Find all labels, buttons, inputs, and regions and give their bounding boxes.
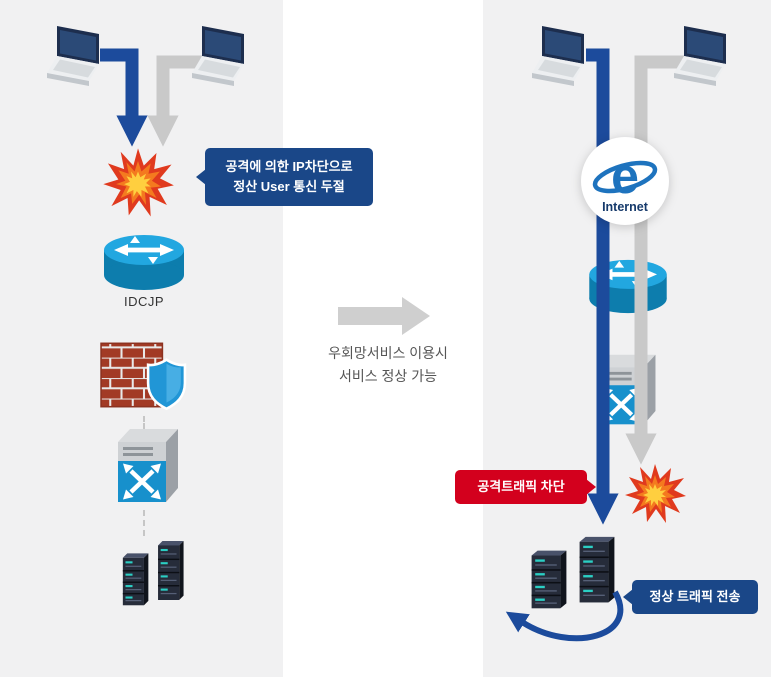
right-panel-bg xyxy=(483,0,771,677)
laptop-icon xyxy=(190,24,260,88)
router-icon xyxy=(100,231,188,293)
attack-callout-line1: 공격에 의한 IP차단으로 xyxy=(225,158,353,174)
server-rack-icon xyxy=(107,536,195,620)
callout-pointer xyxy=(623,589,633,605)
router-label: IDCJP xyxy=(123,294,165,309)
server-rack-icon xyxy=(510,534,630,622)
middle-caption: 우회망서비스 이용시 서비스 정상 가능 xyxy=(296,342,480,388)
internet-icon: e Internet xyxy=(580,136,670,226)
ie-e-glyph: e xyxy=(611,148,639,204)
laptop-icon xyxy=(530,24,600,88)
connector-dash xyxy=(143,510,145,536)
callout-pointer xyxy=(586,479,596,495)
callout-pointer xyxy=(196,169,206,185)
middle-caption-line1: 우회망서비스 이용시 xyxy=(328,345,448,361)
block-callout-text: 공격트래픽 차단 xyxy=(477,478,565,494)
internet-label: Internet xyxy=(602,200,649,214)
right-arrow-icon xyxy=(338,296,432,336)
switch-icon xyxy=(590,350,660,430)
switch-icon xyxy=(109,424,183,508)
connector-dash xyxy=(143,416,145,436)
attack-callout-line2: 정산 User 통신 두절 xyxy=(233,179,345,194)
normal-callout-text: 정상 트래픽 전송 xyxy=(649,588,741,604)
explosion-icon xyxy=(101,146,175,220)
normal-traffic-callout: 정상 트래픽 전송 xyxy=(623,580,758,614)
explosion-icon xyxy=(623,462,687,526)
firewall-icon xyxy=(99,337,189,413)
laptop-icon xyxy=(672,24,742,88)
router-icon xyxy=(586,256,670,316)
block-traffic-callout: 공격트래픽 차단 xyxy=(455,470,596,504)
middle-caption-line2: 서비스 정상 가능 xyxy=(339,368,437,385)
attack-disruption-callout: 공격에 의한 IP차단으로 정산 User 통신 두절 xyxy=(196,148,373,206)
laptop-icon xyxy=(45,24,115,88)
